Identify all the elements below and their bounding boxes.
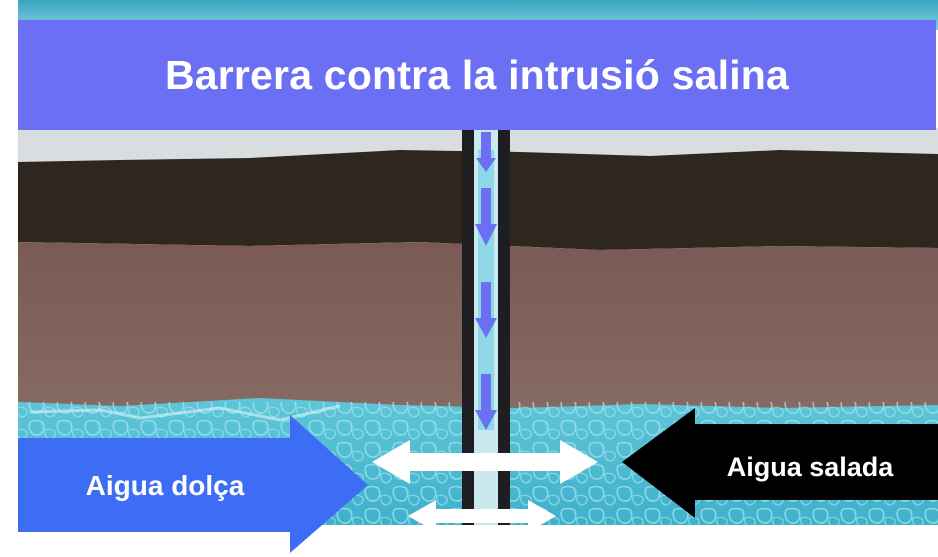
flow-double-arrow-lower <box>408 500 556 532</box>
title-banner: Barrera contra la intrusió salina <box>18 20 936 130</box>
injection-arrow-2 <box>475 188 497 246</box>
salt-water-label: Aigua salada <box>726 452 894 482</box>
page-title: Barrera contra la intrusió salina <box>164 51 790 98</box>
fresh-water-label: Aigua dolça <box>85 470 245 501</box>
injection-arrow-1 <box>476 132 496 172</box>
injection-arrow-4 <box>475 374 497 430</box>
salt-water-arrow <box>622 408 938 518</box>
injection-arrow-3 <box>475 282 497 338</box>
flow-double-arrow-upper <box>372 440 598 484</box>
fresh-water-arrow <box>18 415 368 553</box>
